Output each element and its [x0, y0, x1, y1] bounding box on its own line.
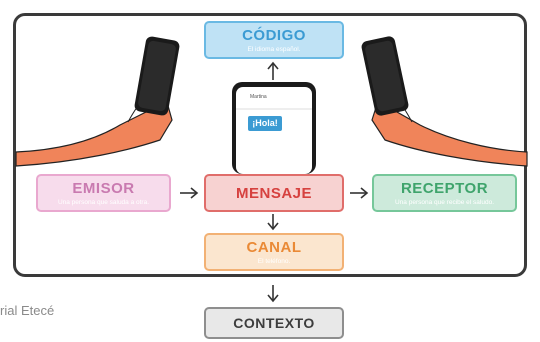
emisor-subtitle: Una persona que saluda a otra. [57, 198, 150, 206]
receptor-subtitle: Una persona que recibe el saludo. [394, 198, 494, 206]
emisor-title: EMISOR [72, 179, 135, 197]
receptor-box: RECEPTOR Una persona que recibe el salud… [372, 174, 517, 212]
contexto-box: CONTEXTO [204, 307, 344, 339]
receptor-title: RECEPTOR [400, 179, 489, 197]
right-phone-illustration [361, 36, 409, 116]
codigo-title: CÓDIGO [242, 26, 306, 44]
codigo-box: CÓDIGO El idioma español. [204, 21, 344, 59]
contexto-title: CONTEXTO [233, 314, 315, 331]
phone-contact-name: Martina [250, 94, 267, 100]
diagram-frame [13, 13, 527, 277]
credit-text: rial Etecé [0, 303, 55, 318]
left-phone-illustration [134, 36, 180, 116]
mensaje-title: MENSAJE [235, 184, 313, 202]
emisor-box: EMISOR Una persona que saluda a otra. [36, 174, 171, 212]
canal-title: CANAL [246, 238, 302, 256]
center-phone-illustration [232, 82, 316, 174]
chat-bubble-text: ¡Hola! [252, 118, 278, 128]
codigo-subtitle: El idioma español. [247, 45, 301, 53]
canal-subtitle: El teléfono. [257, 257, 291, 265]
mensaje-box: MENSAJE [204, 174, 344, 212]
connector-arrows [180, 61, 369, 303]
canal-box: CANAL El teléfono. [204, 233, 344, 271]
